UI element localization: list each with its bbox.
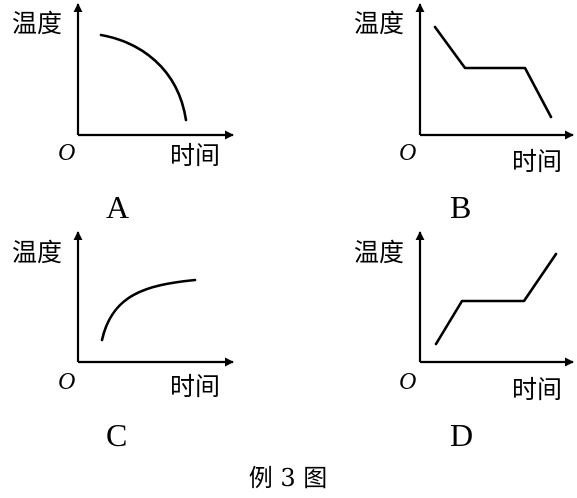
panel-d: 温度 O 时间 D: [354, 231, 574, 453]
figure-caption: 例 3 图: [249, 464, 328, 492]
panel-a-letter: A: [106, 189, 129, 225]
panel-c-x-axis-label: 时间: [170, 372, 220, 401]
panel-a-y-axis-label: 温度: [12, 9, 62, 38]
panel-c-origin-label: O: [58, 369, 75, 395]
panel-b-x-axis-label: 时间: [512, 147, 562, 176]
panel-b-y-axis-label: 温度: [354, 9, 404, 38]
panel-d-curve: [434, 252, 558, 346]
panel-c: 温度 O 时间 C: [12, 231, 234, 453]
panel-b-letter: B: [450, 189, 471, 225]
panel-b-origin-label: O: [399, 140, 416, 166]
panel-a-x-axis-label: 时间: [170, 141, 220, 170]
panel-b-curve: [433, 25, 553, 119]
panel-a: 温度 O 时间 A: [12, 3, 234, 225]
panel-c-curve: [100, 278, 197, 342]
panel-c-y-axis-label: 温度: [12, 238, 62, 267]
panel-d-origin-label: O: [399, 369, 416, 395]
panel-d-x-axis-label: 时间: [512, 375, 562, 404]
panel-a-curve: [99, 33, 188, 122]
panel-c-letter: C: [106, 417, 127, 453]
panel-d-y-axis-label: 温度: [354, 238, 404, 267]
panel-b: 温度 O 时间 B: [354, 3, 574, 225]
panel-a-origin-label: O: [58, 140, 75, 166]
panel-d-letter: D: [450, 417, 473, 453]
